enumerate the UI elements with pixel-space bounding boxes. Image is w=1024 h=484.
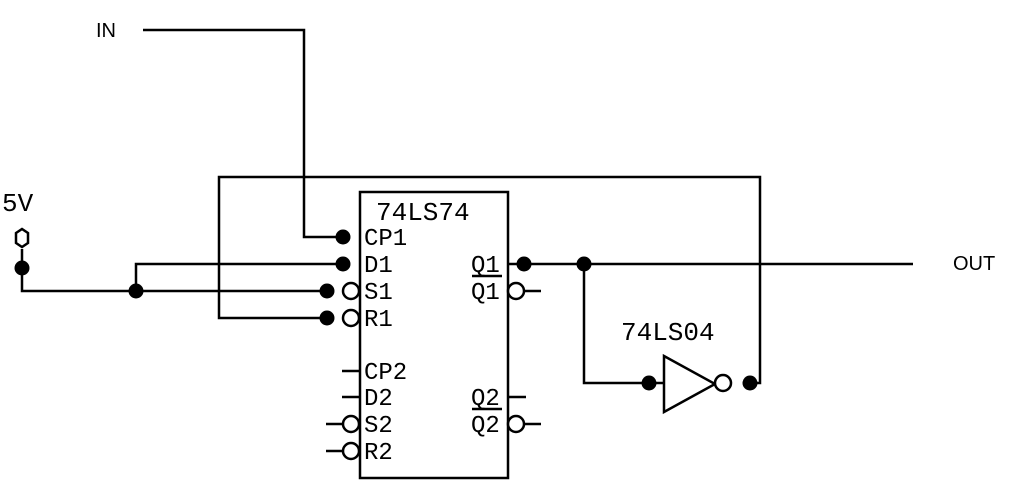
wire-q1-to-inverter <box>582 264 664 385</box>
q1bar-bubble <box>506 281 526 301</box>
wire-5v-to-s1 <box>20 249 330 293</box>
junction-dots <box>14 229 758 391</box>
pin-label-d2: D2 <box>364 386 393 413</box>
output-label: OUT <box>953 253 995 275</box>
pin-label-r2: R2 <box>364 440 393 467</box>
flipflop-part-label: 74LS74 <box>376 198 470 228</box>
wire-in-to-cp1 <box>143 28 346 239</box>
pin-label-s2: S2 <box>364 413 393 440</box>
supply-terminal <box>14 227 30 249</box>
junction-5v-branch <box>128 283 144 299</box>
junction-r1 <box>319 310 335 326</box>
pin-label-q2-bar: Q2 <box>471 413 500 440</box>
supply-label: 5V <box>2 189 34 219</box>
pin-label-r1: R1 <box>364 307 393 334</box>
s2-bubble <box>341 414 361 434</box>
junction-d1 <box>335 256 351 272</box>
r1-bubble <box>341 308 361 328</box>
pin-label-s1: S1 <box>364 280 393 307</box>
junction-s1 <box>319 283 335 299</box>
inverter-triangle <box>662 353 718 415</box>
pin-label-cp2: CP2 <box>364 360 407 387</box>
junction-5v <box>14 260 30 276</box>
r2-bubble <box>341 441 361 461</box>
q2bar-bubble <box>506 414 526 434</box>
inverter-output-bubble <box>713 373 733 393</box>
pin-bubbles <box>341 281 526 461</box>
wire-feedback-to-r1 <box>217 175 762 385</box>
pin-label-d1: D1 <box>364 253 393 280</box>
inverter-74ls04 <box>662 353 733 415</box>
pin-label-q1-bar: Q1 <box>471 280 500 307</box>
input-label: IN <box>96 20 116 42</box>
junction-cp1 <box>335 229 351 245</box>
s1-bubble <box>341 281 361 301</box>
junction-q1-branch <box>576 256 592 272</box>
junction-q1 <box>516 256 532 272</box>
wire-5v-to-d1 <box>134 262 346 291</box>
inverter-part-label: 74LS04 <box>621 318 715 348</box>
pin-label-cp1: CP1 <box>364 226 407 253</box>
flipflop-74ls74-body <box>358 190 510 480</box>
junction-inverter-in <box>641 375 657 391</box>
junction-inverter-out <box>742 375 758 391</box>
